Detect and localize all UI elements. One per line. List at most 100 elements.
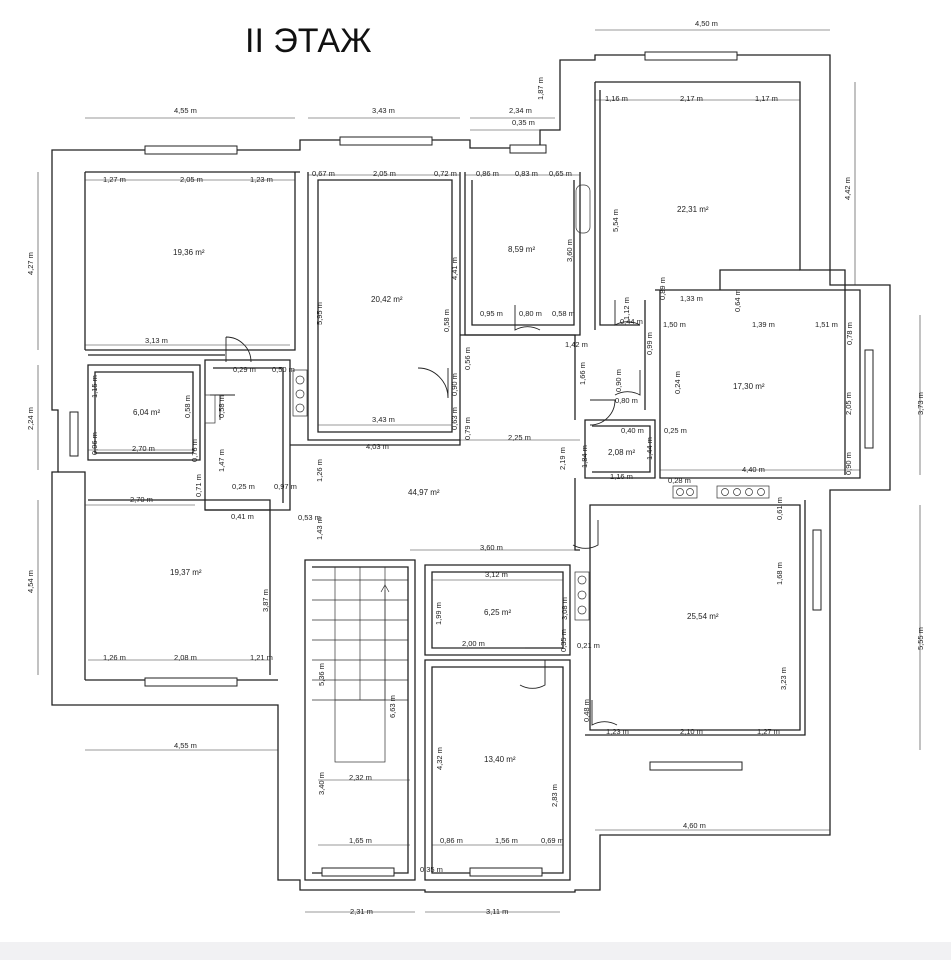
room-area-label: 6,04 m² [133, 408, 160, 417]
dimension-label: 1,68 m [775, 562, 784, 585]
dimension-label: 0,80 m [615, 396, 638, 405]
dimension-label: 0,58 m [442, 309, 451, 332]
dimension-label: 1,39 m [752, 320, 775, 329]
dimension-label: 1,23 m [606, 727, 629, 736]
room-area-label: 17,30 m² [733, 382, 765, 391]
dimension-label: 2,17 m [680, 94, 703, 103]
windows [69, 51, 874, 877]
dimension-label: 0,64 m [733, 289, 742, 312]
dimension-label: 2,70 m [132, 444, 155, 453]
plumbing-fixtures [204, 184, 770, 621]
dimension-label: 0,58 m [183, 395, 192, 418]
dimension-label: 0,58 m [217, 395, 226, 418]
room-area-label: 19,37 m² [170, 568, 202, 577]
dimension-label: 2,05 m [844, 392, 853, 415]
dimension-label: 1,56 m [495, 836, 518, 845]
dimension-label: 3,11 m [486, 907, 508, 916]
room-area-label: 44,97 m² [408, 488, 440, 497]
doors [210, 300, 641, 726]
room-area-label: 2,08 m² [608, 448, 635, 457]
room-area-label: 20,42 m² [371, 295, 403, 304]
dimension-label: 2,70 m [130, 495, 153, 504]
dimension-label: 1,65 m [349, 836, 372, 845]
dimension-label: 0,28 m [668, 476, 691, 485]
dimension-label: 0,65 m [549, 169, 572, 178]
dimension-label: 4,55 m [174, 741, 197, 750]
dimension-label: 4,03 m [366, 442, 389, 451]
dimension-label: 1,21 m [250, 653, 273, 662]
dimension-label: 3,43 m [372, 106, 395, 115]
dimension-label: 2,31 m [350, 907, 373, 916]
dimension-label: 0,86 m [440, 836, 463, 845]
dimension-label: 0,25 m [664, 426, 687, 435]
dimension-label: 4,60 m [683, 821, 706, 830]
dimension-label: 0,35 m [512, 118, 535, 127]
dimension-label: 1,27 m [757, 727, 780, 736]
dimension-label: 1,26 m [103, 653, 126, 662]
dimension-label: 4,54 m [26, 570, 35, 593]
dimension-label: 0,90 m [614, 369, 623, 392]
dimension-label: 0,83 m [515, 169, 538, 178]
dimension-label: 0,56 m [463, 347, 472, 370]
dimension-label: 5,55 m [916, 627, 925, 650]
dimension-label: 0,99 m [645, 332, 654, 355]
room-area-label: 19,36 m² [173, 248, 205, 257]
dimension-label: 4,42 m [843, 177, 852, 200]
dimension-label: 1,42 m [565, 340, 588, 349]
dimension-label: 1,33 m [680, 294, 703, 303]
dimension-label: 3,12 m [485, 570, 508, 579]
dimension-label: 2,25 m [508, 433, 531, 442]
room-areas: 19,36 m² 20,42 m² 8,59 m² 22,31 m² 6,04 … [133, 205, 765, 764]
dimension-label: 2,05 m [180, 175, 203, 184]
dimension-label: 3,13 m [145, 336, 168, 345]
dimension-lines [37, 29, 921, 913]
dimension-label: 3,08 m [560, 597, 569, 620]
dimension-label: 2,19 m [558, 447, 567, 470]
room-area-label: 22,31 m² [677, 205, 709, 214]
bottom-margin [0, 942, 951, 960]
dimension-label: 5,95 m [315, 302, 324, 325]
dimension-label: 3,87 m [261, 589, 270, 612]
dimension-label: 1,50 m [663, 320, 686, 329]
dimension-label: 0,78 m [845, 322, 854, 345]
dimension-label: 0,67 m [312, 169, 335, 178]
dimension-label: 1,66 m [578, 362, 587, 385]
dimension-label: 0,97 m [274, 482, 297, 491]
dimension-label: 1,23 m [250, 175, 273, 184]
dimension-label: 0,21 m [577, 641, 600, 650]
dimension-label: 4,32 m [435, 747, 444, 770]
dimension-label: 1,12 m [622, 297, 631, 320]
dimension-label: 1,26 m [315, 459, 324, 482]
dimension-label: 0,89 m [658, 277, 667, 300]
dimension-label: 0,71 m [194, 474, 203, 497]
dimension-label: 2,00 m [462, 639, 485, 648]
dimension-label: 1,27 m [103, 175, 126, 184]
dimension-label: 0,63 m [450, 407, 459, 430]
dimension-label: 3,60 m [565, 239, 574, 262]
dimension-label: 1,44 m [645, 437, 654, 460]
room-area-label: 6,25 m² [484, 608, 511, 617]
dimension-label: 0,44 m [620, 317, 643, 326]
dimension-label: 4,41 m [450, 257, 459, 280]
dimension-label: 1,47 m [217, 449, 226, 472]
dimension-label: 4,40 m [742, 465, 765, 474]
dimension-label: 1,43 m [315, 517, 324, 540]
dimension-label: 2,83 m [550, 784, 559, 807]
dimension-label: 0,72 m [434, 169, 457, 178]
dimension-label: 0,35 m [559, 629, 568, 652]
dimension-label: 0,53 m [298, 513, 321, 522]
dimension-label: 0,35 m [420, 865, 443, 874]
dimension-label: 1,87 m [536, 77, 545, 100]
dimension-label: 0,80 m [519, 309, 542, 318]
dimension-label: 1,15 m [90, 375, 99, 398]
dimension-label: 2,32 m [349, 773, 372, 782]
dimension-label: 0,50 m [272, 365, 295, 374]
dimension-label: 0,95 m [480, 309, 503, 318]
dimension-label: 2,05 m [373, 169, 396, 178]
dimension-label: 0,86 m [476, 169, 499, 178]
dimension-label: 1,51 m [815, 320, 838, 329]
dimension-label: 0,48 m [582, 699, 591, 722]
dimension-labels: 4,55 m 3,43 m 2,34 m 0,35 m 1,87 m 4,50 … [26, 19, 925, 916]
